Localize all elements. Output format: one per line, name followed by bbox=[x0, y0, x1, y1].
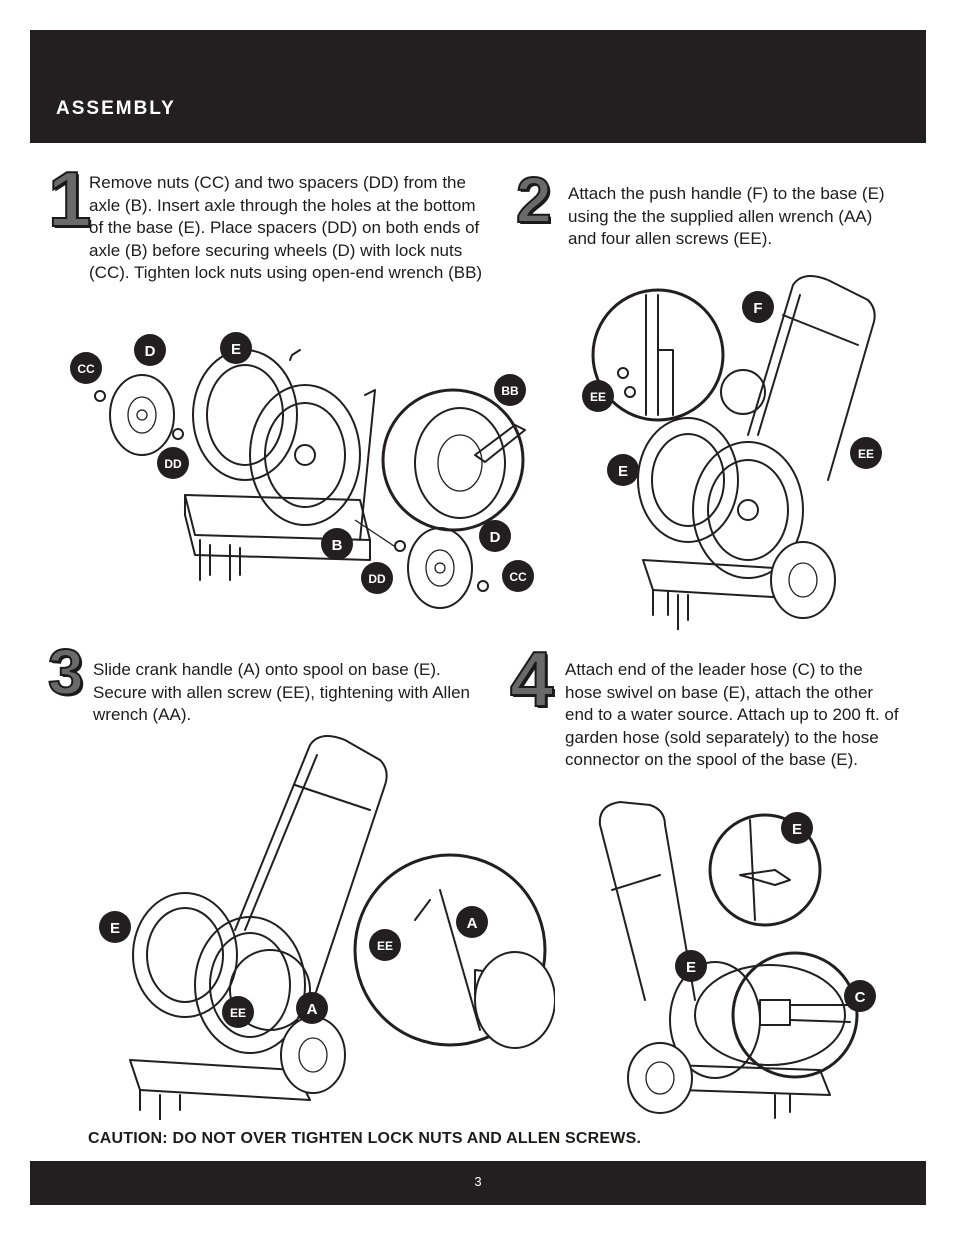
step-1-number: 1 bbox=[47, 155, 92, 243]
step-2-text: Attach the push handle (F) to the base (… bbox=[568, 184, 885, 248]
svg-text:E: E bbox=[792, 821, 802, 838]
caution-note: CAUTION: DO NOT OVER TIGHTEN LOCK NUTS A… bbox=[88, 1130, 641, 1148]
step-3-illustration: E EE A EE A bbox=[99, 735, 555, 1120]
callout-cc-2: CC bbox=[502, 560, 534, 592]
svg-text:DD: DD bbox=[368, 572, 386, 586]
footer-bar: 3 bbox=[30, 1161, 926, 1205]
callout-f: F bbox=[742, 291, 774, 323]
callout-ee-2a: EE bbox=[582, 380, 614, 412]
callout-dd-2: DD bbox=[361, 562, 393, 594]
callout-cc-1: CC bbox=[70, 352, 102, 384]
step-4-number: 4 bbox=[509, 635, 554, 723]
svg-text:EE: EE bbox=[858, 447, 874, 461]
callout-bb: BB bbox=[494, 374, 526, 406]
svg-text:F: F bbox=[753, 300, 762, 317]
svg-text:CC: CC bbox=[509, 570, 527, 584]
caution-text: DO NOT OVER TIGHTEN LOCK NUTS AND ALLEN … bbox=[172, 1130, 642, 1147]
callout-b: B bbox=[321, 528, 353, 560]
callout-ee-3a: EE bbox=[222, 996, 254, 1028]
svg-text:EE: EE bbox=[230, 1006, 246, 1020]
svg-text:E: E bbox=[686, 959, 696, 976]
step-1-illustration: CC D E BB DD B D DD CC bbox=[70, 332, 534, 609]
svg-text:A: A bbox=[307, 1001, 318, 1018]
callout-e-2: E bbox=[607, 454, 639, 486]
step-4-text: Attach end of the leader hose (C) to the… bbox=[565, 660, 899, 769]
callout-a-3b: A bbox=[456, 906, 488, 938]
callout-e-4b: E bbox=[675, 950, 707, 982]
page-number: 3 bbox=[474, 1174, 482, 1189]
callout-dd-1: DD bbox=[157, 447, 189, 479]
svg-text:E: E bbox=[618, 463, 628, 480]
step-3-text: Slide crank handle (A) onto spool on bas… bbox=[93, 660, 471, 724]
header-bar: ASSEMBLY bbox=[30, 30, 926, 143]
callout-e-4a: E bbox=[781, 812, 813, 844]
caution-label: CAUTION: bbox=[88, 1130, 168, 1147]
svg-text:EE: EE bbox=[377, 939, 393, 953]
callout-a-3a: A bbox=[296, 992, 328, 1024]
step-2-number: 2 bbox=[515, 164, 553, 236]
svg-text:B: B bbox=[332, 537, 343, 554]
callout-e-1: E bbox=[220, 332, 252, 364]
svg-text:BB: BB bbox=[501, 384, 519, 398]
svg-text:C: C bbox=[855, 989, 866, 1006]
step-1-text: Remove nuts (CC) and two spacers (DD) fr… bbox=[89, 173, 483, 282]
callout-ee-2b: EE bbox=[850, 437, 882, 469]
callout-d-2: D bbox=[479, 520, 511, 552]
svg-text:EE: EE bbox=[590, 390, 606, 404]
callout-d-1: D bbox=[134, 334, 166, 366]
svg-text:A: A bbox=[467, 915, 478, 932]
callout-ee-3b: EE bbox=[369, 929, 401, 961]
section-title: ASSEMBLY bbox=[56, 98, 176, 119]
callout-e-3: E bbox=[99, 911, 131, 943]
svg-text:DD: DD bbox=[164, 457, 182, 471]
step-2-illustration: F EE EE E bbox=[582, 275, 882, 630]
svg-text:E: E bbox=[231, 341, 241, 358]
callout-c: C bbox=[844, 980, 876, 1012]
svg-text:E: E bbox=[110, 920, 120, 937]
svg-text:D: D bbox=[490, 529, 501, 546]
step-3-number: 3 bbox=[47, 636, 85, 708]
step-4-illustration: E E C bbox=[598, 801, 876, 1119]
svg-text:D: D bbox=[145, 343, 156, 360]
svg-text:CC: CC bbox=[77, 362, 95, 376]
